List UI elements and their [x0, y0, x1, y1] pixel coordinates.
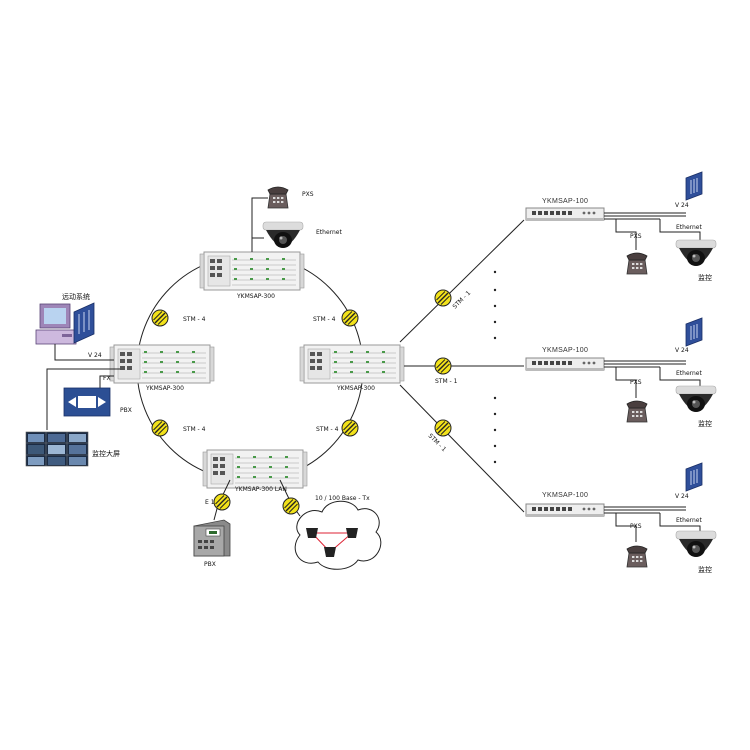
branch-2-link-marker: [434, 357, 452, 375]
ring-node-top-label: YKMSAP-300: [236, 293, 275, 300]
link-label-bottom-right: STM - 4: [316, 426, 339, 433]
left-fx-label: FX: [103, 375, 111, 382]
branch-node-3[interactable]: YKMSAP-100: [525, 492, 605, 518]
pbx-cabinet-icon: [193, 519, 231, 557]
big-screen-label: 监控大屏: [92, 449, 120, 458]
branch-1-node-label: YKMSAP-100: [542, 198, 588, 205]
ring-node-left[interactable]: YKMSAP-300: [109, 344, 215, 392]
link-marker-top-left: [151, 309, 169, 327]
left-pbx-label: PBX: [120, 407, 132, 414]
branch-2-v24-label: V 24: [675, 347, 689, 354]
branch-1-pxs-label: PXS: [630, 233, 642, 240]
branch-wire-1: [399, 219, 525, 343]
branch-node-1[interactable]: YKMSAP-100: [525, 198, 605, 222]
lan-link-marker: [282, 497, 300, 515]
ring-node-bottom-label: YKMSAP-300 LAN: [234, 486, 287, 493]
link-marker-bottom-right: [341, 419, 359, 437]
ring-node-left-label: YKMSAP-300: [145, 385, 184, 392]
pbx-switch-icon: [63, 387, 111, 417]
branch-3-v24-label: V 24: [675, 493, 689, 500]
branch-2-ethernet-label: Ethernet: [676, 370, 702, 377]
branch-3-node-label: YKMSAP-100: [542, 492, 588, 499]
e1-link-marker: [213, 493, 231, 511]
branch-1-link-label: STM - 1: [451, 289, 472, 310]
ring-node-top[interactable]: YKMSAP-300: [199, 251, 305, 300]
screen-wire: [46, 368, 120, 430]
bottom-e1-label: E 1: [205, 499, 215, 506]
lan-cloud-icon: [294, 500, 382, 570]
phone-icon: [626, 400, 648, 423]
branch-2-pxs-label: PXS: [630, 379, 642, 386]
camera-icon: [675, 385, 717, 413]
branch-1-v24-label: V 24: [675, 202, 689, 209]
branch-1-link-marker: [434, 289, 452, 307]
link-label-top-right: STM - 4: [313, 316, 336, 323]
branch-2-camera-label: 监控: [698, 419, 712, 428]
branch-2-link-label: STM - 1: [435, 378, 458, 385]
link-marker-bottom-left: [151, 419, 169, 437]
video-wall-icon: [25, 431, 89, 467]
phone-icon: [626, 252, 648, 275]
left-v24-label: V 24: [88, 352, 102, 359]
computer-icon: [35, 302, 95, 345]
top-node-wire: [251, 197, 268, 252]
branch-node-2[interactable]: YKMSAP-100: [525, 347, 605, 372]
ring-node-bottom[interactable]: YKMSAP-300 LAN: [202, 449, 308, 493]
v24-modem-icon: [685, 317, 703, 347]
branch-1-camera-label: 监控: [698, 273, 712, 282]
ring-node-right[interactable]: YKMSAP-300: [299, 344, 405, 392]
ring-node-right-label: YKMSAP-300: [336, 385, 375, 392]
top-pxs-label: PXS: [302, 191, 314, 198]
branch-wire-3: [399, 384, 525, 513]
continuation-dots-upper: [493, 270, 497, 340]
camera-icon: [675, 239, 717, 267]
service-system-label: 远动系统: [62, 292, 90, 301]
continuation-dots-lower: [493, 396, 497, 464]
branch-2-node-label: YKMSAP-100: [542, 347, 588, 354]
phone-icon: [626, 545, 648, 568]
branch-3-link-marker: [434, 419, 452, 437]
v24-wire: [54, 344, 114, 361]
phone-icon: [267, 186, 289, 209]
link-marker-top-right: [341, 309, 359, 327]
lan-label: 10 / 100 Base - Tx: [315, 495, 370, 502]
v24-modem-icon: [685, 462, 703, 492]
camera-icon: [675, 530, 717, 558]
fx-wire: [99, 375, 114, 388]
link-label-bottom-left: STM - 4: [183, 426, 206, 433]
branch-3-ethernet-label: Ethernet: [676, 517, 702, 524]
link-label-top-left: STM - 4: [183, 316, 206, 323]
branch-1-ethernet-label: Ethernet: [676, 224, 702, 231]
bottom-pbx-label: PBX: [204, 561, 216, 568]
branch-3-pxs-label: PXS: [630, 523, 642, 530]
branch-3-camera-label: 监控: [698, 565, 712, 574]
v24-modem-icon: [685, 171, 703, 201]
top-ethernet-label: Ethernet: [316, 229, 342, 236]
camera-icon: [262, 221, 304, 249]
